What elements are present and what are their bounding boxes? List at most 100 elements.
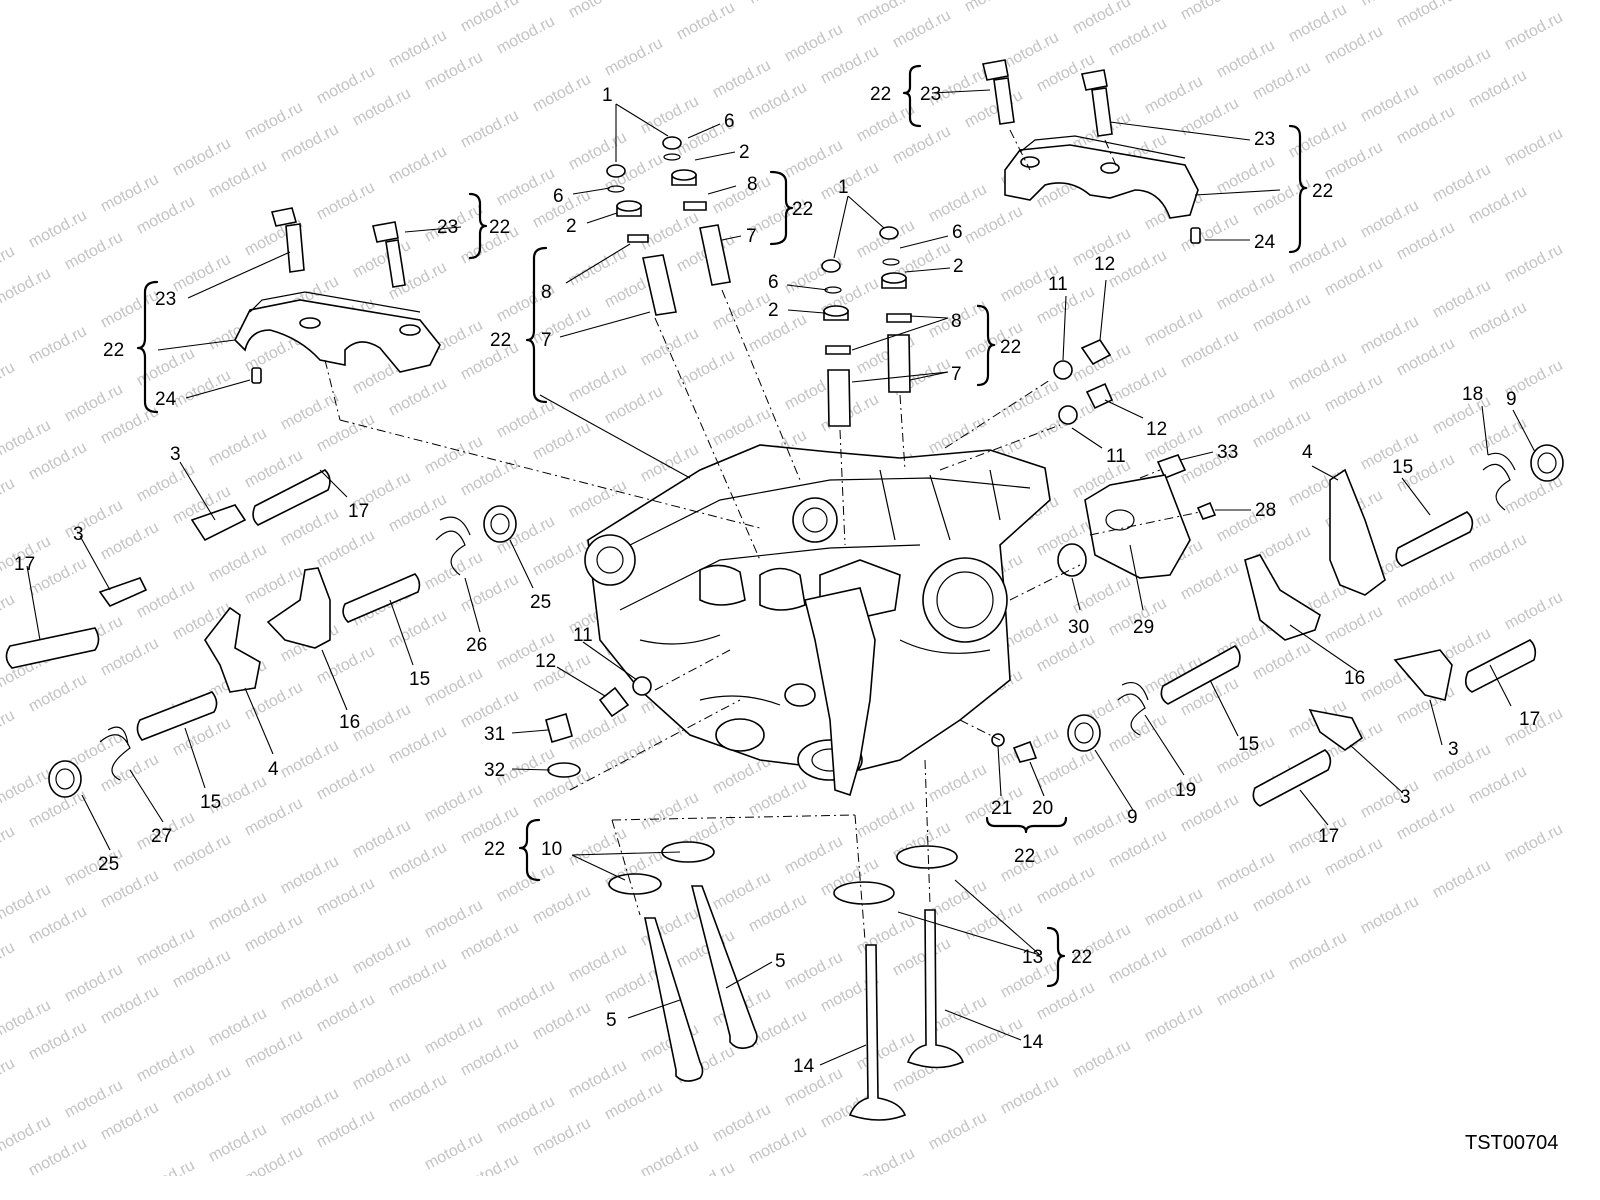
watermark-text: motod.ru xyxy=(206,157,270,202)
watermark-text: motod.ru xyxy=(422,897,486,942)
watermark-text: motod.ru xyxy=(566,477,630,522)
valve-train-upper-center xyxy=(821,226,912,427)
watermark-text: motod.ru xyxy=(1286,929,1350,974)
watermark-text: motod.ru xyxy=(1178,95,1242,140)
watermark-text: motod.ru xyxy=(782,949,846,994)
watermark-text: motod.ru xyxy=(134,1157,198,1176)
watermark-text: motod.ru xyxy=(98,403,162,448)
watermark-text: motod.ru xyxy=(710,869,774,914)
watermark-text: motod.ru xyxy=(26,1135,90,1176)
watermark-text: motod.ru xyxy=(1430,741,1494,786)
watermark-text: motod.ru xyxy=(998,377,1062,422)
watermark-text: motod.ru xyxy=(242,1027,306,1072)
watermark-text: motod.ru xyxy=(710,289,774,334)
watermark-text: motod.ru xyxy=(674,0,738,44)
watermark-text: motod.ru xyxy=(1178,559,1242,604)
watermark-text: motod.ru xyxy=(1466,531,1530,576)
watermark-text: motod.ru xyxy=(26,1019,90,1064)
watermark-text: motod.ru xyxy=(242,911,306,956)
callout-25: 25 xyxy=(530,592,551,613)
bolt-left-2 xyxy=(372,221,406,288)
watermark-text: motod.ru xyxy=(26,903,90,948)
callout-12: 12 xyxy=(1094,254,1115,275)
watermark-text: motod.ru xyxy=(1466,763,1530,808)
watermark-text: motod.ru xyxy=(1466,299,1530,344)
watermark-text: motod.ru xyxy=(1214,385,1278,430)
callout-5: 5 xyxy=(775,951,786,972)
watermark-text: motod.ru xyxy=(278,1085,342,1130)
watermark-text: motod.ru xyxy=(998,1073,1062,1118)
watermark-text: motod.ru xyxy=(62,961,126,1006)
callout-15: 15 xyxy=(409,669,430,690)
watermark-text: motod.ru xyxy=(386,27,450,72)
watermark-text: motod.ru xyxy=(1106,943,1170,988)
watermark-text: motod.ru xyxy=(458,1035,522,1080)
valve-pair-center xyxy=(833,845,965,1121)
callout-1: 1 xyxy=(838,177,849,198)
watermark-text: motod.ru xyxy=(1250,291,1314,336)
watermark-text: motod.ru xyxy=(134,925,198,970)
watermark-text: motod.ru xyxy=(62,1077,126,1122)
watermark-text: motod.ru xyxy=(26,323,90,368)
watermark-text: motod.ru xyxy=(1322,23,1386,68)
watermark-text: motod.ru xyxy=(242,563,306,608)
callout-11: 11 xyxy=(1048,274,1068,295)
watermark-text: motod.ru xyxy=(422,665,486,710)
watermark-text: motod.ru xyxy=(458,919,522,964)
callout-24: 24 xyxy=(155,389,177,410)
watermark-text: motod.ru xyxy=(962,899,1026,944)
watermark-text: motod.ru xyxy=(494,397,558,442)
callout-6: 6 xyxy=(553,186,564,207)
callout-9: 9 xyxy=(1506,389,1517,410)
watermark-text: motod.ru xyxy=(854,1145,918,1176)
rocker-parts-left xyxy=(5,469,517,798)
watermark-text: motod.ru xyxy=(782,833,846,878)
callout-29: 29 xyxy=(1133,617,1154,638)
callout-8: 8 xyxy=(747,174,758,195)
watermark-text: motod.ru xyxy=(1142,885,1206,930)
callout-2: 2 xyxy=(739,142,750,163)
watermark-text: motod.ru xyxy=(98,751,162,796)
watermark-text: motod.ru xyxy=(602,35,666,80)
callout-13: 13 xyxy=(1022,947,1043,968)
watermark-text: motod.ru xyxy=(386,375,450,420)
watermark-text: motod.ru xyxy=(1106,827,1170,872)
watermark-text: motod.ru xyxy=(602,731,666,776)
watermark-text: motod.ru xyxy=(0,1113,54,1158)
watermark-text: motod.ru xyxy=(638,1137,702,1176)
watermark-text: motod.ru xyxy=(638,789,702,834)
callout-16: 16 xyxy=(339,712,360,733)
watermark-text: motod.ru xyxy=(0,707,18,752)
watermark-text: motod.ru xyxy=(1070,573,1134,618)
bolt-left-1 xyxy=(270,207,305,273)
watermark-text: motod.ru xyxy=(566,825,630,870)
watermark-text: motod.ru xyxy=(242,1143,306,1176)
watermark-text: motod.ru xyxy=(1250,639,1314,684)
watermark-text: motod.ru xyxy=(0,591,18,636)
watermark-text: motod.ru xyxy=(0,417,54,462)
watermark-text: motod.ru xyxy=(242,795,306,840)
watermark-text: motod.ru xyxy=(350,933,414,978)
watermark-text: motod.ru xyxy=(1322,255,1386,300)
watermark-text: motod.ru xyxy=(1142,73,1206,118)
watermark-text: motod.ru xyxy=(1178,0,1242,24)
callout-31: 31 xyxy=(484,724,505,745)
watermark-text: motod.ru xyxy=(386,491,450,536)
watermark-text: motod.ru xyxy=(530,1115,594,1160)
watermark-text: motod.ru xyxy=(314,411,378,456)
watermark-text: motod.ru xyxy=(890,123,954,168)
watermark-text: motod.ru xyxy=(854,101,918,146)
callout-12: 12 xyxy=(535,651,556,672)
callout-23: 23 xyxy=(437,217,458,238)
watermark-text: motod.ru xyxy=(926,1109,990,1154)
watermark-text: motod.ru xyxy=(458,1151,522,1176)
watermark-text: motod.ru xyxy=(278,737,342,782)
watermark-text: motod.ru xyxy=(1214,849,1278,894)
callout-labels: 1 6 2 8 22 6 2 7 8 22 7 1 6 6 2 2 8 22 7… xyxy=(14,84,1540,1077)
callout-22: 22 xyxy=(1000,337,1021,358)
watermark-text: motod.ru xyxy=(206,541,270,586)
watermark-text: motod.ru xyxy=(98,1099,162,1144)
watermark-text: motod.ru xyxy=(1322,139,1386,184)
callout-23: 23 xyxy=(1254,129,1275,150)
callout-17: 17 xyxy=(1519,709,1540,730)
